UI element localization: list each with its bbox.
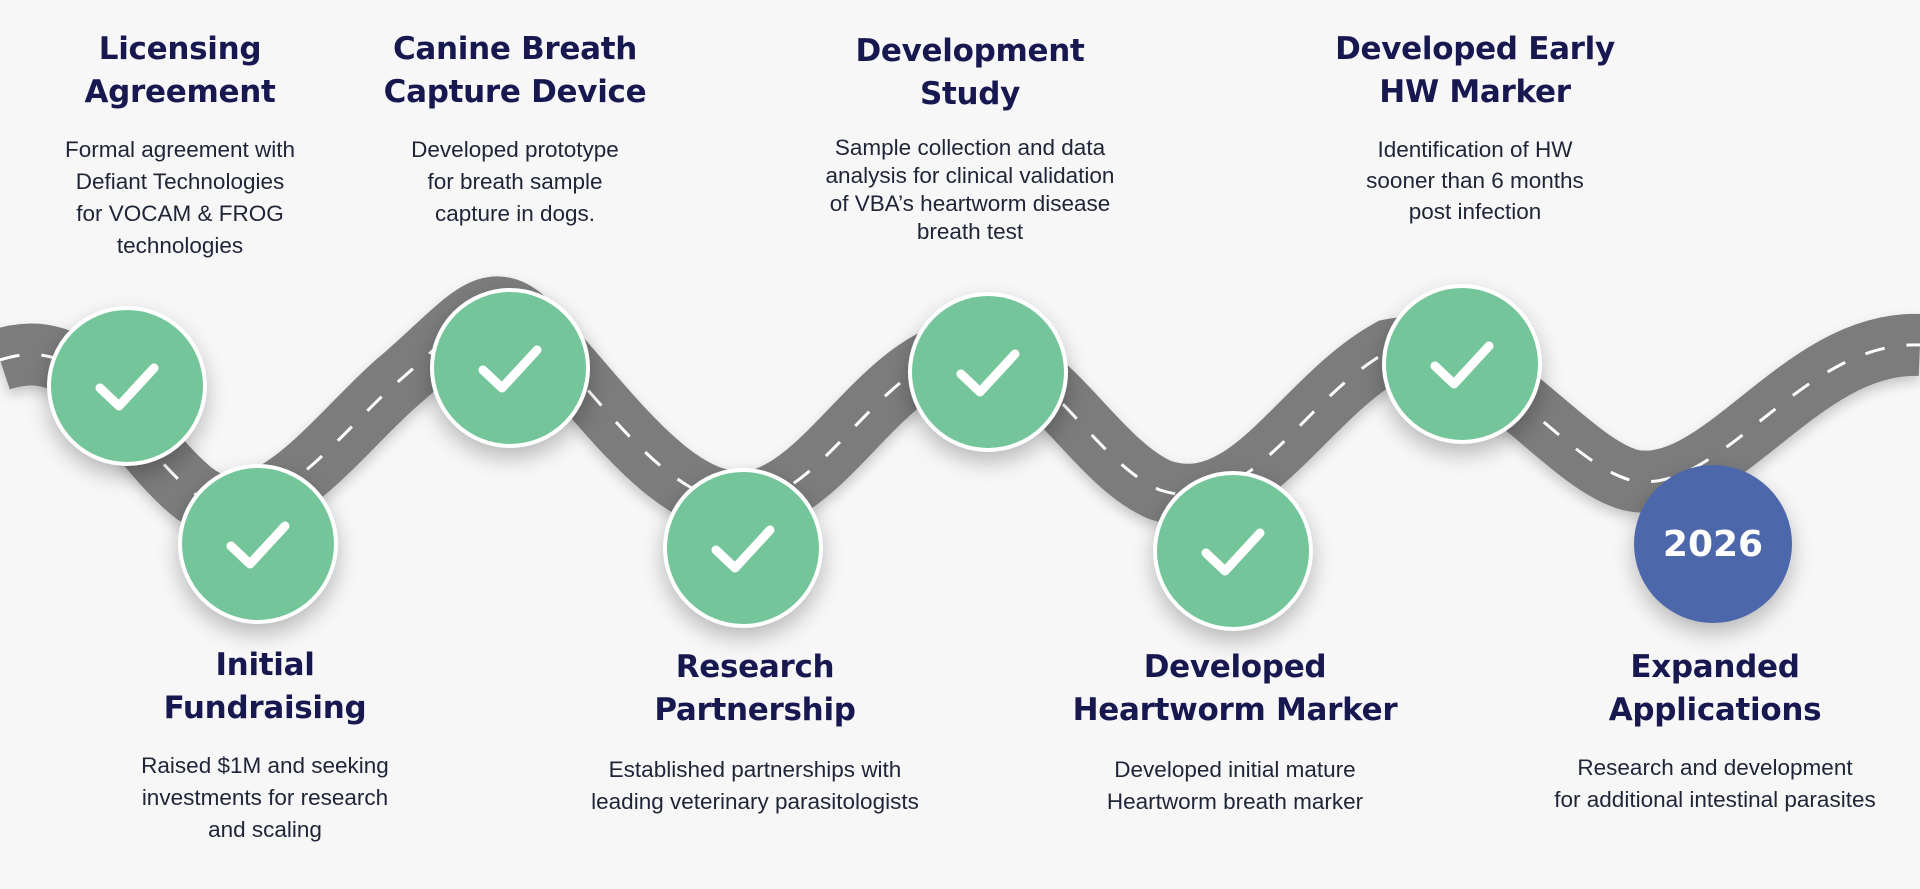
checkmark-badge-research-partnership — [663, 468, 823, 628]
year-label: 2026 — [1662, 523, 1764, 565]
milestone-title: Licensing Agreement — [84, 31, 276, 110]
milestone-development-study: Development Study Sample collection and … — [800, 30, 1140, 246]
checkmark-badge-heartworm-marker — [1153, 471, 1313, 631]
milestone-description: Sample collection and data analysis for … — [825, 135, 1115, 244]
milestone-description: Developed initial mature Heartworm breat… — [1106, 757, 1364, 814]
check-icon — [1430, 341, 1494, 389]
check-icon — [95, 363, 159, 411]
milestone-licensing: Licensing Agreement Formal agreement wit… — [30, 28, 330, 262]
checkmark-badge-development-study — [908, 292, 1068, 452]
milestone-description: Raised $1M and seeking investments for r… — [141, 753, 389, 842]
milestone-expanded-applications: Expanded Applications Research and devel… — [1520, 646, 1910, 816]
milestone-title: Research Partnership — [654, 649, 856, 728]
milestone-heartworm-marker: Developed Heartworm Marker Developed ini… — [1050, 646, 1420, 818]
milestone-description: Formal agreement with Defiant Technologi… — [64, 137, 296, 258]
check-icon — [711, 525, 775, 573]
milestone-description: Developed prototype for breath sample ca… — [411, 137, 619, 226]
milestone-description: Research and development for additional … — [1554, 755, 1876, 812]
checkmark-badge-breath-device — [430, 288, 590, 448]
milestone-title: Initial Fundraising — [163, 647, 367, 726]
year-badge-2026: 2026 — [1634, 465, 1792, 623]
check-icon — [226, 521, 290, 569]
milestone-early-hw-marker: Developed Early HW Marker Identification… — [1310, 28, 1640, 227]
milestone-fundraising: Initial Fundraising Raised $1M and seeki… — [115, 644, 415, 846]
milestone-description: Established partnerships with leading ve… — [591, 757, 919, 814]
checkmark-badge-licensing — [47, 306, 207, 466]
checkmark-badge-early-hw-marker — [1382, 284, 1542, 444]
checkmark-badge-fundraising — [178, 464, 338, 624]
milestone-title: Canine Breath Capture Device — [383, 31, 647, 110]
milestone-title: Developed Heartworm Marker — [1072, 649, 1398, 728]
milestone-description: Identification of HW sooner than 6 month… — [1366, 137, 1584, 224]
check-icon — [1201, 528, 1265, 576]
milestone-title: Developed Early HW Marker — [1335, 31, 1615, 110]
check-icon — [956, 349, 1020, 397]
road-center-line — [0, 305, 1920, 508]
milestone-research-partnership: Research Partnership Established partner… — [540, 646, 970, 818]
milestone-breath-device: Canine Breath Capture Device Developed p… — [365, 28, 665, 230]
milestone-title: Expanded Applications — [1608, 649, 1822, 728]
check-icon — [478, 345, 542, 393]
milestone-title: Development Study — [855, 33, 1085, 112]
